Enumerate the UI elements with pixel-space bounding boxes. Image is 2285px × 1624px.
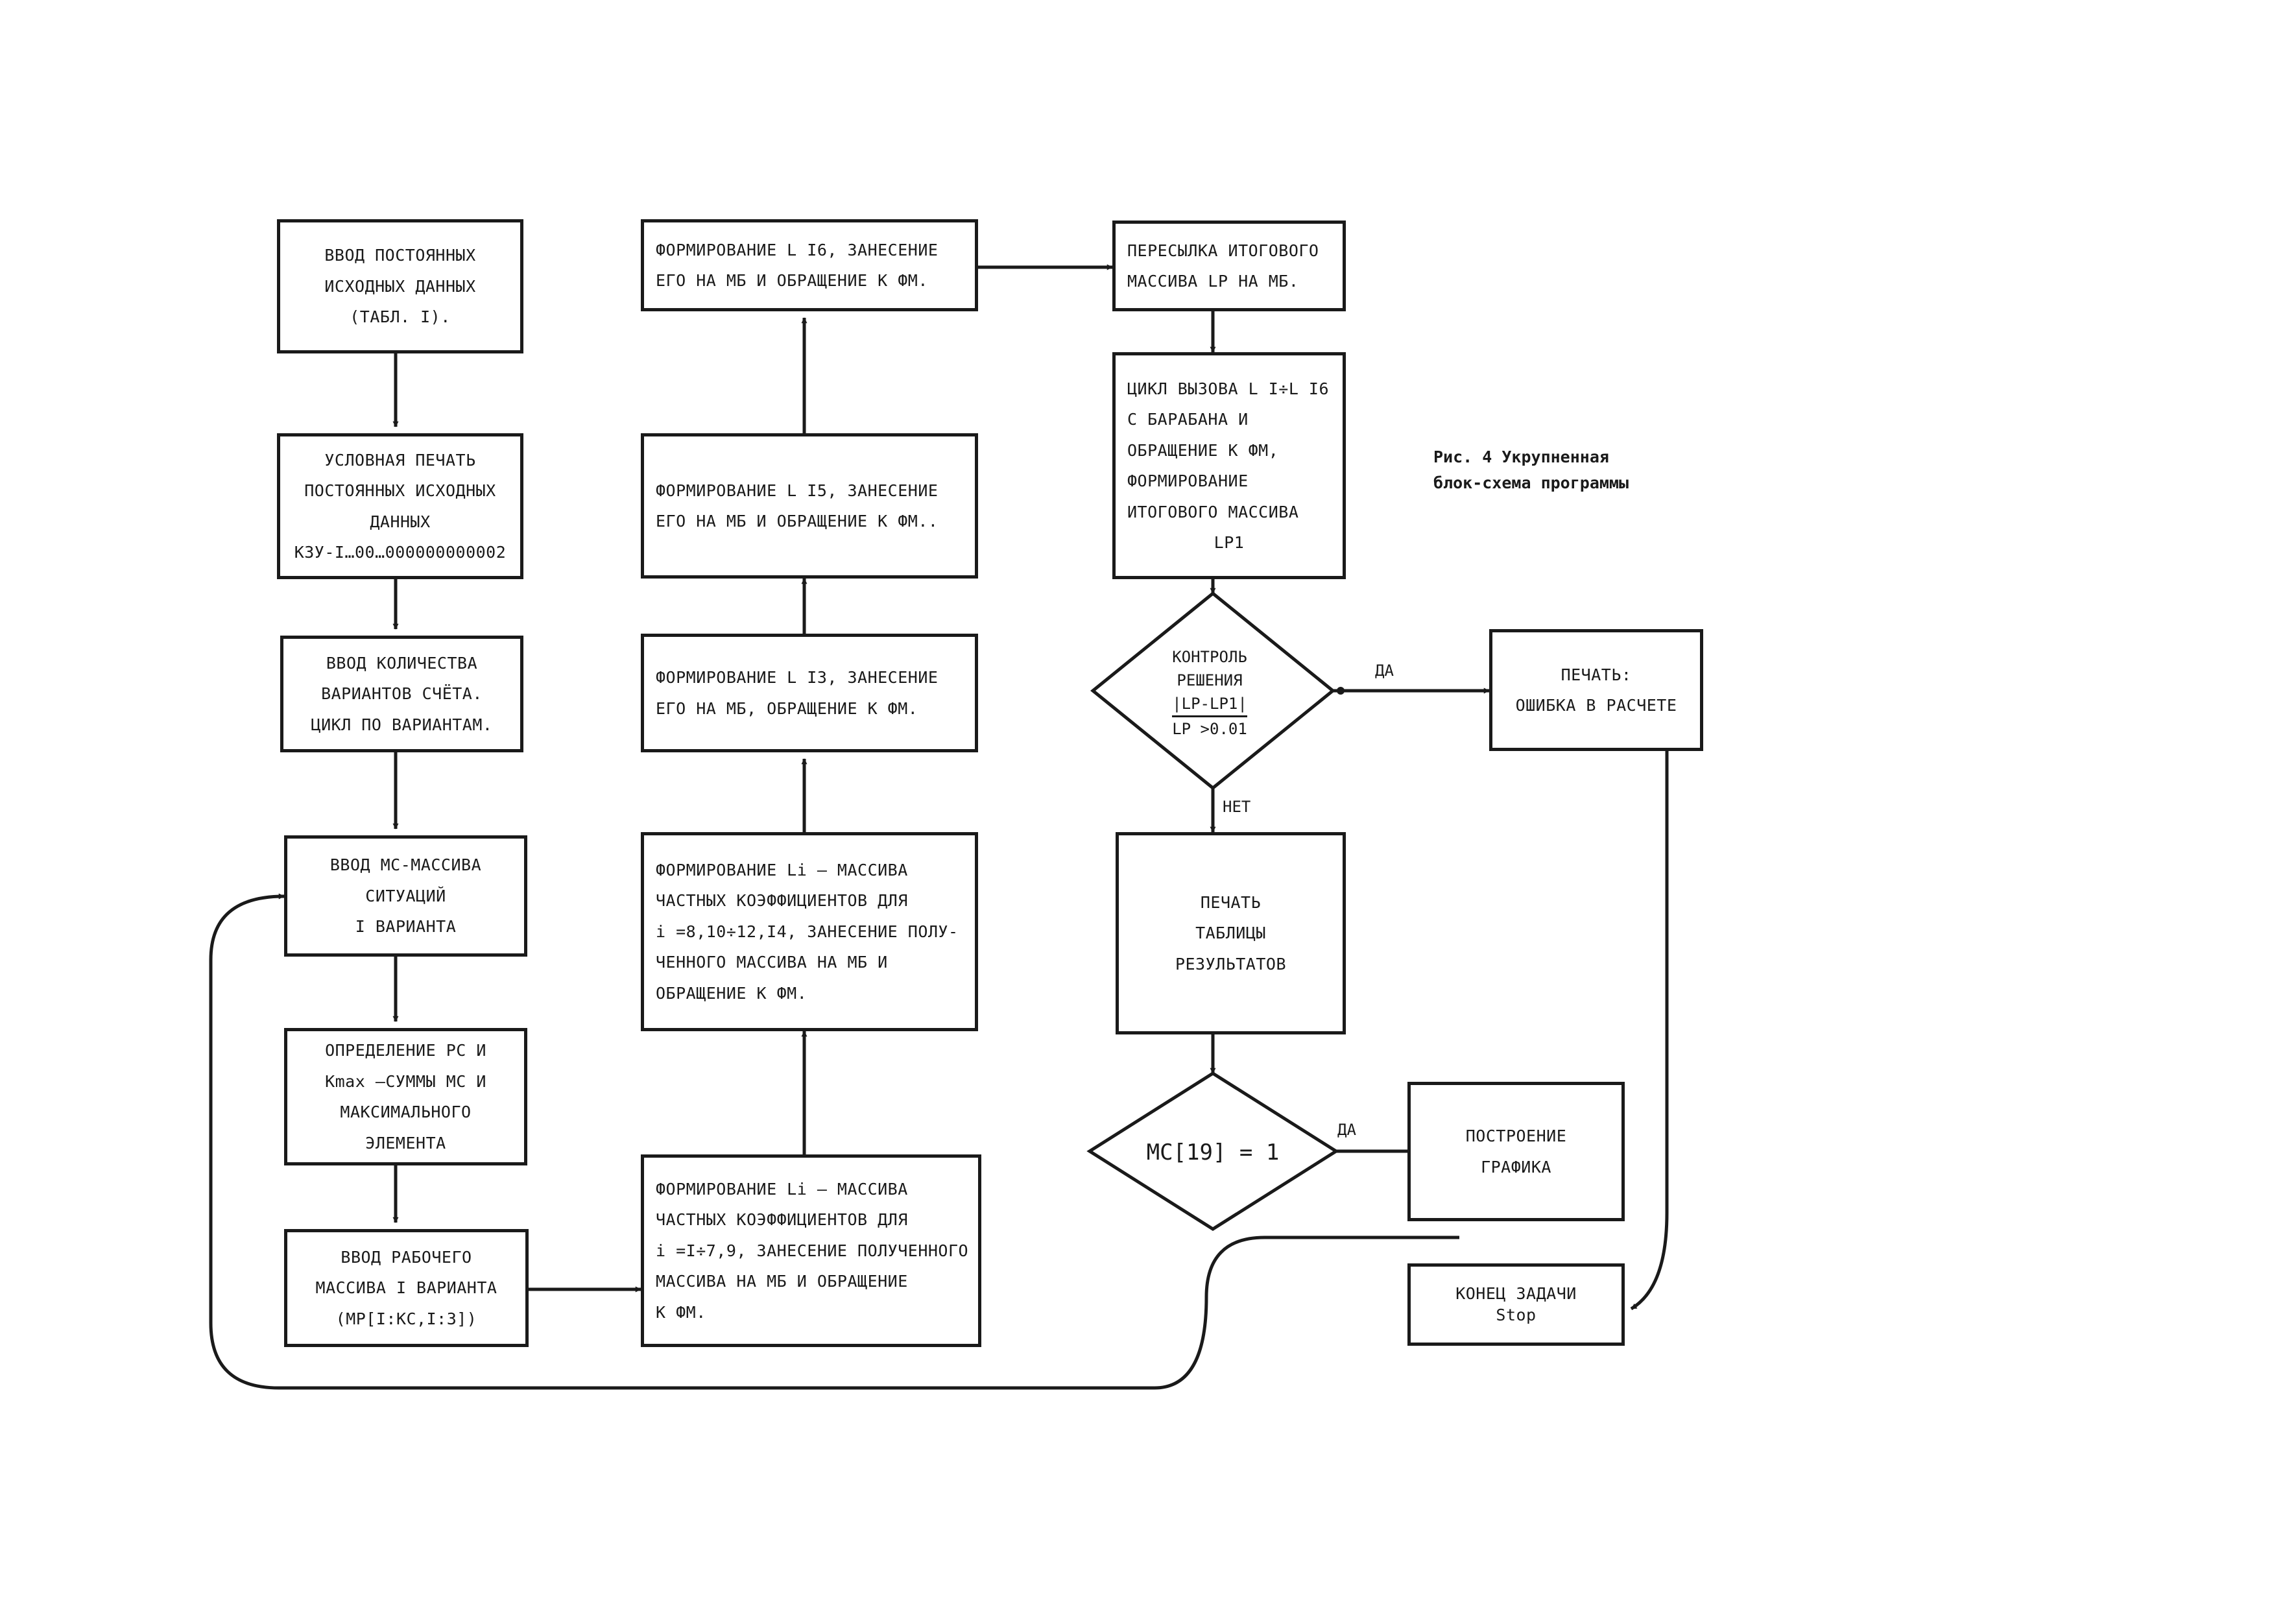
block-line: ФОРМИРОВАНИЕ L I6, ЗАНЕСЕНИЕ <box>656 240 939 259</box>
caption-line: блок-схема программы <box>1433 473 1629 492</box>
block-line: ЭЛЕМЕНТА <box>365 1133 446 1152</box>
block-line: I ВАРИАНТА <box>355 917 457 937</box>
block-line: МАССИВА I ВАРИАНТА <box>315 1278 497 1298</box>
block-form-l13: ФОРМИРОВАНИЕ L I3, ЗАНЕСЕНИЕ ЕГО НА МБ, … <box>641 634 978 752</box>
block-line: ВАРИАНТОВ СЧЁТА. <box>321 684 483 704</box>
decision-ms-text: MC[19] = 1 <box>1146 1140 1280 1165</box>
block-line: ПОСТОЯННЫХ ИСХОДНЫХ <box>304 481 496 500</box>
block-line: ДАННЫХ <box>370 512 431 531</box>
label-no-control: НЕТ <box>1223 798 1251 816</box>
block-line: ЦИКЛ ВЫЗОВА L I÷L I6 <box>1127 379 1330 398</box>
block-line: К ФМ. <box>656 1302 706 1322</box>
decision-line: LP >0.01 <box>1172 720 1247 738</box>
block-form-l15: ФОРМИРОВАНИЕ L I5, ЗАНЕСЕНИЕ ЕГО НА МБ И… <box>641 433 978 579</box>
decision-line: |LP-LP1| <box>1172 692 1247 717</box>
block-build-graph: ПОСТРОЕНИЕ ГРАФИКА <box>1407 1082 1625 1221</box>
block-line: ВВОД МС-МАССИВА <box>329 855 482 875</box>
block-input-variants: ВВОД КОЛИЧЕСТВА ВАРИАНТОВ СЧЁТА. ЦИКЛ ПО… <box>280 636 523 752</box>
block-line: ГРАФИКА <box>1481 1157 1551 1176</box>
block-line: КЗУ-I…00…000000000002 <box>294 543 507 562</box>
block-line: ЕГО НА МБ И ОБРАЩЕНИЕ К ФМ.. <box>656 512 939 531</box>
block-line: ФОРМИРОВАНИЕ L I5, ЗАНЕСЕНИЕ <box>656 481 939 500</box>
decision-ms-diamond <box>1086 1071 1339 1231</box>
block-line: ЧЕННОГО МАССИВА НА МБ И <box>656 953 888 972</box>
block-line: Kmax –СУММЫ МС И <box>325 1071 486 1091</box>
label-yes-ms: ДА <box>1337 1121 1356 1139</box>
block-line: (МР[I:КС,I:3]) <box>335 1309 477 1328</box>
block-line: ФОРМИРОВАНИЕ Li – МАССИВА <box>656 860 908 879</box>
block-line: ФОРМИРОВАНИЕ <box>1127 472 1249 490</box>
block-line: i =8,10÷12,I4, ЗАНЕСЕНИЕ ПОЛУ- <box>656 922 959 941</box>
block-line: Stop <box>1496 1305 1537 1324</box>
block-cycle-call: ЦИКЛ ВЫЗОВА L I÷L I6 С БАРАБАНА И ОБРАЩЕ… <box>1112 352 1346 579</box>
block-line: ОШИБКА В РАСЧЕТЕ <box>1515 696 1677 715</box>
block-line: ЕГО НА МБ, ОБРАЩЕНИЕ К ФМ. <box>656 699 918 718</box>
block-form-li-1: ФОРМИРОВАНИЕ Li – МАССИВА ЧАСТНЫХ КОЭФФИ… <box>641 1154 981 1347</box>
block-line: ЕГО НА МБ И ОБРАЩЕНИЕ К ФМ. <box>656 271 928 290</box>
block-line: РЕЗУЛЬТАТОВ <box>1175 954 1287 973</box>
block-determine-kmax: ОПРЕДЕЛЕНИЕ РС И Kmax –СУММЫ МС И МАКСИМ… <box>284 1028 527 1165</box>
block-line: ВВОД ПОСТОЯННЫХ <box>324 246 476 265</box>
block-line: ФОРМИРОВАНИЕ L I3, ЗАНЕСЕНИЕ <box>656 668 939 687</box>
block-line: ВВОД РАБОЧЕГО <box>341 1247 472 1267</box>
block-form-li-2: ФОРМИРОВАНИЕ Li – МАССИВА ЧАСТНЫХ КОЭФФИ… <box>641 832 978 1031</box>
block-line: i =I÷7,9, ЗАНЕСЕНИЕ ПОЛУЧЕННОГО <box>656 1241 969 1260</box>
label-yes-control: ДА <box>1375 662 1394 680</box>
block-line: ОБРАЩЕНИЕ К ФМ. <box>656 983 808 1003</box>
block-input-working: ВВОД РАБОЧЕГО МАССИВА I ВАРИАНТА (МР[I:К… <box>284 1229 529 1347</box>
block-line: ЦИКЛ ПО ВАРИАНТАМ. <box>311 715 493 734</box>
block-line: С БАРАБАНА И <box>1127 410 1249 429</box>
block-line: LP1 <box>1214 533 1245 552</box>
block-line: ПЕЧАТЬ: <box>1561 665 1632 684</box>
block-line: КОНЕЦ ЗАДАЧИ <box>1455 1284 1577 1303</box>
block-line: МАССИВА LP НА МБ. <box>1127 272 1299 291</box>
block-line: ТАБЛИЦЫ <box>1195 924 1266 943</box>
block-line: ПОСТРОЕНИЕ <box>1465 1127 1567 1145</box>
block-line: ПЕРЕСЫЛКА ИТОГОВОГО <box>1127 241 1319 260</box>
block-line: ПЕЧАТЬ <box>1200 892 1262 912</box>
block-print-constants: УСЛОВНАЯ ПЕЧАТЬ ПОСТОЯННЫХ ИСХОДНЫХ ДАНН… <box>277 433 523 579</box>
block-line: МАССИВА НА МБ И ОБРАЩЕНИЕ <box>656 1272 908 1291</box>
block-line: СИТУАЦИЙ <box>365 886 446 905</box>
arrow-error-end <box>1630 751 1669 1311</box>
decision-line: РЕШЕНИЯ <box>1177 671 1243 689</box>
block-send-total: ПЕРЕСЫЛКА ИТОГОВОГО МАССИВА LP НА МБ. <box>1112 221 1346 311</box>
decision-control-diamond <box>1090 591 1335 791</box>
block-line: ВВОД КОЛИЧЕСТВА <box>326 653 478 673</box>
block-print-results: ПЕЧАТЬ ТАБЛИЦЫ РЕЗУЛЬТАТОВ <box>1116 832 1346 1034</box>
loop-return-line <box>209 893 1459 1390</box>
block-line: ОПРЕДЕЛЕНИЕ РС И <box>325 1041 486 1060</box>
block-line: (ТАБЛ. I). <box>350 307 451 327</box>
block-input-constants: ВВОД ПОСТОЯННЫХ ИСХОДНЫХ ДАННЫХ (ТАБЛ. I… <box>277 219 523 353</box>
decision-control-text: КОНТРОЛЬ РЕШЕНИЯ |LP-LP1| LP >0.01 <box>1132 645 1287 741</box>
figure-caption: Рис. 4 Укрупненная блок-схема программы <box>1433 444 1629 496</box>
block-line: ЧАСТНЫХ КОЭФФИЦИЕНТОВ ДЛЯ <box>656 891 908 911</box>
block-line: ОБРАЩЕНИЕ К ФМ, <box>1127 440 1279 460</box>
decision-line: КОНТРОЛЬ <box>1172 648 1247 666</box>
block-line: МАКСИМАЛЬНОГО <box>340 1103 472 1121</box>
block-line: ФОРМИРОВАНИЕ Li – МАССИВА <box>656 1179 908 1199</box>
caption-line: Рис. 4 Укрупненная <box>1433 448 1609 466</box>
junction-dot <box>1337 687 1345 695</box>
block-form-l16: ФОРМИРОВАНИЕ L I6, ЗАНЕСЕНИЕ ЕГО НА МБ И… <box>641 219 978 311</box>
block-line: ИСХОДНЫХ ДАННЫХ <box>324 276 476 296</box>
block-end-task: КОНЕЦ ЗАДАЧИ Stop <box>1407 1263 1625 1346</box>
block-input-situations: ВВОД МС-МАССИВА СИТУАЦИЙ I ВАРИАНТА <box>284 835 527 957</box>
block-line: ЧАСТНЫХ КОЭФФИЦИЕНТОВ ДЛЯ <box>656 1210 908 1230</box>
block-print-error: ПЕЧАТЬ: ОШИБКА В РАСЧЕТЕ <box>1489 629 1703 751</box>
block-line: ИТОГОВОГО МАССИВА <box>1127 502 1299 521</box>
block-line: УСЛОВНАЯ ПЕЧАТЬ <box>324 450 476 470</box>
